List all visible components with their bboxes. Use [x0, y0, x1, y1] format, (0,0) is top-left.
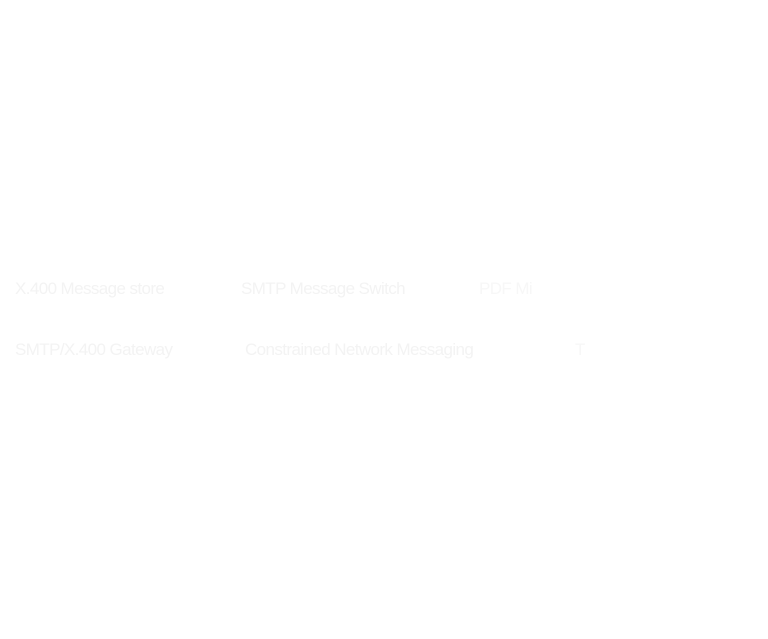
menu-item-t[interactable]: T	[575, 340, 585, 359]
menu-item-smtp-message-switch[interactable]: SMTP Message Switch	[241, 279, 406, 298]
menu-item-constrained-network-messaging[interactable]: Constrained Network Messaging	[245, 340, 474, 359]
menu-item-smtp-x400-gateway[interactable]: SMTP/X.400 Gateway	[15, 340, 173, 359]
menu-item-pdf[interactable]: PDF Mi	[479, 279, 533, 298]
menu-item-x400-message-store[interactable]: X.400 Message store	[15, 279, 165, 298]
